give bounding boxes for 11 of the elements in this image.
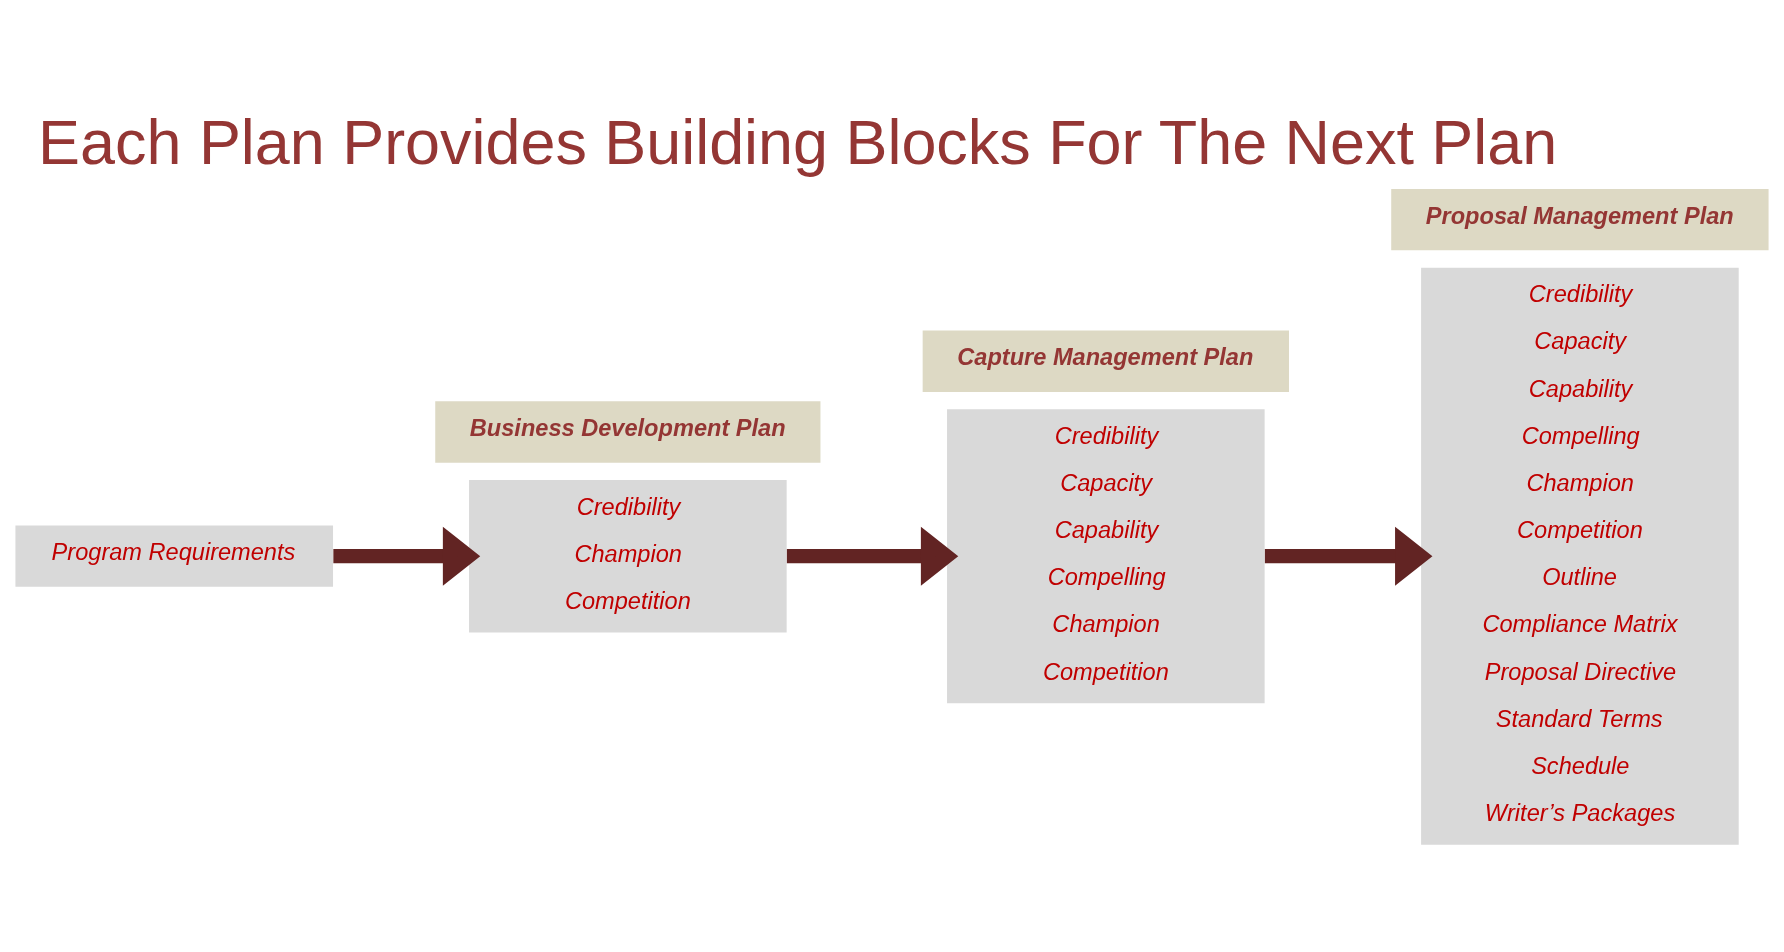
arrow [333,526,481,586]
node-box: Business Development Plan [435,401,821,463]
node-box: Credibility Capacity Capability Compelling Champion Competition [947,409,1265,704]
node-box: Credibility Champion Competition [469,479,787,633]
diagram-title: Each Plan Provides Building Blocks For The Next Plan [38,106,1558,177]
node-box: Proposal Management Plan [1391,189,1769,251]
arrow [786,526,959,586]
node-box: Program Requirements [15,525,334,587]
node-box: Capture Management Plan [922,330,1289,392]
node-box: Credibility Capacity Capability Compelling Champion Competition Outline Compliance Matrix Proposal Directive Standard Terms Schedule Writer’s Packages [1421,267,1739,845]
arrow [1264,526,1433,586]
